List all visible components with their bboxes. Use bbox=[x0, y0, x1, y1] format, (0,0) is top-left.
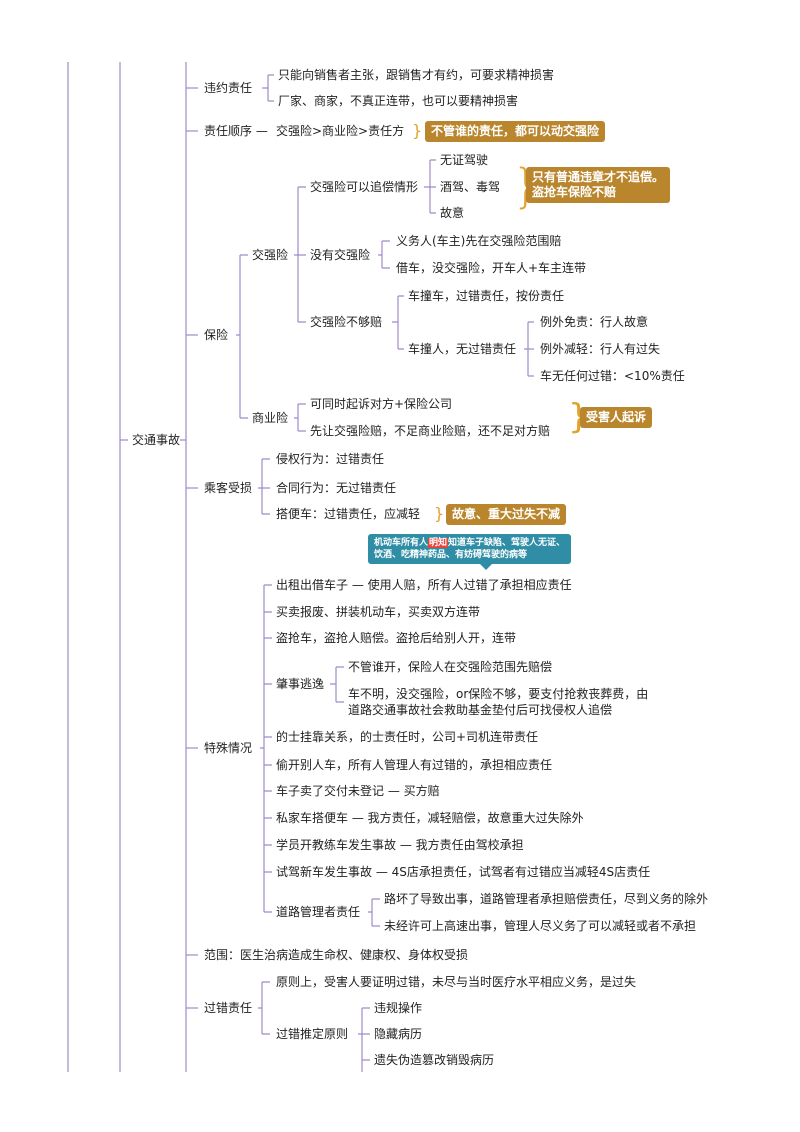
node-tuiding: 过错推定原则 bbox=[276, 1027, 349, 1041]
node-syx: 商业险 bbox=[252, 411, 289, 425]
node-maile: 车子卖了交付未登记 — 买方赔 bbox=[276, 783, 440, 799]
node-xueyuan: 学员开教练车发生事故 — 我方责任由驾校承担 bbox=[276, 837, 524, 853]
node-maimai: 买卖报废、拼装机动车，买卖双方连带 bbox=[276, 605, 481, 619]
node-dishi: 的士挂靠关系，的士责任时，公司+司机连带责任 bbox=[276, 730, 539, 744]
node-zhuichang-item-3: 故意 bbox=[440, 206, 465, 220]
callout-teshu-post: 知道车子缺陷、驾驶人无证、 bbox=[448, 538, 566, 548]
node-weiyue-item-2: 厂家、商家，不真正连带，也可以要精神损害 bbox=[278, 94, 519, 108]
node-maile-value: 买方赔 bbox=[403, 784, 440, 798]
brace-icon: } bbox=[412, 121, 423, 140]
node-buguo-sub-2: 例外减轻：行人有过失 bbox=[540, 342, 661, 356]
node-daolu-item-2: 未经许可上高速出事，管理人尽义务了可以减轻或者不承担 bbox=[384, 919, 697, 933]
callout-teshu-line2: 饮酒、吃精神药品、有妨碍驾驶的病等 bbox=[374, 550, 528, 560]
node-yuanze: 原则上，受害人要证明过错，未尽与当时医疗水平相应义务，是过失 bbox=[276, 975, 637, 989]
node-zhuichang-item-1: 无证驾驶 bbox=[440, 153, 489, 167]
node-xueyuan-value: 我方责任由驾校承担 bbox=[415, 838, 524, 852]
brace-icon: } bbox=[434, 504, 445, 523]
node-shunxu: 责任顺序 — bbox=[204, 124, 268, 138]
node-daolu-item-1: 路坏了导致出事，道路管理者承担赔偿责任，尽到义务的除外 bbox=[384, 892, 709, 906]
node-buguo-sub-1: 例外免责：行人故意 bbox=[540, 315, 649, 329]
node-tuiding-item-3: 遗失伪造篡改销毁病历 bbox=[374, 1053, 495, 1067]
callout-syx: 受害人起诉 bbox=[580, 407, 653, 428]
node-shunxu-value: 交强险>商业险>责任方 bbox=[276, 124, 405, 138]
node-guocuo: 过错责任 bbox=[204, 1001, 253, 1015]
node-jqx: 交强险 bbox=[252, 248, 289, 262]
node-taoyi: 肇事逃逸 bbox=[276, 677, 325, 691]
node-buguo-item-1: 车撞车，过错责任，按份责任 bbox=[408, 289, 565, 303]
node-shijia-value: 4S店承担责任，试驾者有过错应当减轻4S店责任 bbox=[391, 865, 651, 879]
node-tuiding-item-2: 隐藏病历 bbox=[374, 1027, 423, 1041]
node-taoyi-item-1: 不管谁开，保险人在交强险范围先赔偿 bbox=[348, 660, 553, 674]
node-fanwei: 范围：医生治病造成生命权、健康权、身体权受损 bbox=[204, 948, 469, 962]
node-chuzu-label: 出租出借车子 — bbox=[276, 578, 364, 592]
node-zhuichang: 交强险可以追偿情形 bbox=[310, 180, 419, 194]
node-daolu: 道路管理者责任 bbox=[276, 905, 361, 919]
node-baoxian: 保险 bbox=[204, 328, 229, 342]
node-xueyuan-label: 学员开教练车发生事故 — bbox=[276, 838, 412, 852]
node-chuzu-value: 使用人赔，所有人过错了承担相应责任 bbox=[367, 578, 572, 592]
node-chengke-item-3: 搭便车：过错责任，应减轻 bbox=[276, 507, 421, 521]
node-chengke: 乘客受损 bbox=[204, 481, 253, 495]
node-chengke-item-1: 侵权行为：过错责任 bbox=[276, 452, 385, 466]
node-chengke-item-2: 合同行为：无过错责任 bbox=[276, 481, 397, 495]
callout-teshu: 机动车所有人明知知道车子缺陷、驾驶人无证、 饮酒、吃精神药品、有妨碍驾驶的病等 bbox=[368, 534, 572, 570]
node-weiyue: 违约责任 bbox=[204, 81, 253, 95]
node-chuzu: 出租出借车子 — 使用人赔，所有人过错了承担相应责任 bbox=[276, 577, 572, 593]
node-buguo: 交强险不够赔 bbox=[310, 315, 383, 329]
node-taoyi-item-2: 车不明，没交强险，or保险不够，要支付抢救丧葬费，由道路交通事故社会救助基金垫付… bbox=[348, 687, 649, 717]
node-zhuichang-item-2: 酒驾、毒驾 bbox=[440, 180, 501, 194]
node-meiyou: 没有交强险 bbox=[310, 248, 371, 262]
node-meiyou-item-1: 义务人(车主)先在交强险范围赔 bbox=[396, 234, 562, 248]
node-daoqiang: 盗抢车，盗抢人赔偿。盗抢后给别人开，连带 bbox=[276, 631, 517, 645]
node-syx-item-2: 先让交强险赔，不足商业险赔，还不足对方赔 bbox=[310, 424, 551, 438]
callout-teshu-highlight: 明知 bbox=[428, 538, 449, 548]
node-syx-item-1: 可同时起诉对方+保险公司 bbox=[310, 397, 453, 411]
node-tuiding-item-1: 违规操作 bbox=[374, 1001, 423, 1015]
node-maile-label: 车子卖了交付未登记 — bbox=[276, 784, 400, 798]
callout-teshu-pre: 机动车所有人 bbox=[374, 538, 429, 548]
node-shijia: 试驾新车发生事故 — 4S店承担责任，试驾者有过错应当减轻4S店责任 bbox=[276, 864, 650, 880]
node-toukai: 偷开别人车，所有人管理人有过错的，承担相应责任 bbox=[276, 758, 553, 772]
node-buguo-sub-3: 车无任何过错：<10%责任 bbox=[540, 369, 685, 383]
root-node: 交通事故 bbox=[132, 433, 181, 447]
callout-chengke: 故意、重大过失不减 bbox=[446, 504, 567, 525]
node-teshu: 特殊情况 bbox=[204, 741, 253, 755]
node-buguo-item-2: 车撞人，无过错责任 bbox=[408, 342, 517, 356]
node-sijia-label: 私家车搭便车 — bbox=[276, 811, 364, 825]
node-sijia: 私家车搭便车 — 我方责任，减轻赔偿，故意重大过失除外 bbox=[276, 810, 584, 826]
callout-shunxu: 不管谁的责任，都可以动交强险 bbox=[425, 121, 606, 142]
callout-zhuichang: 只有普通违章才不追偿。 盗抢车保险不赔 bbox=[526, 167, 671, 203]
node-weiyue-item-1: 只能向销售者主张，跟销售才有约，可要求精神损害 bbox=[278, 68, 555, 82]
node-shijia-label: 试驾新车发生事故 — bbox=[276, 865, 388, 879]
node-meiyou-item-2: 借车，没交强险，开车人+车主连带 bbox=[396, 261, 587, 275]
node-sijia-value: 我方责任，减轻赔偿，故意重大过失除外 bbox=[367, 811, 584, 825]
